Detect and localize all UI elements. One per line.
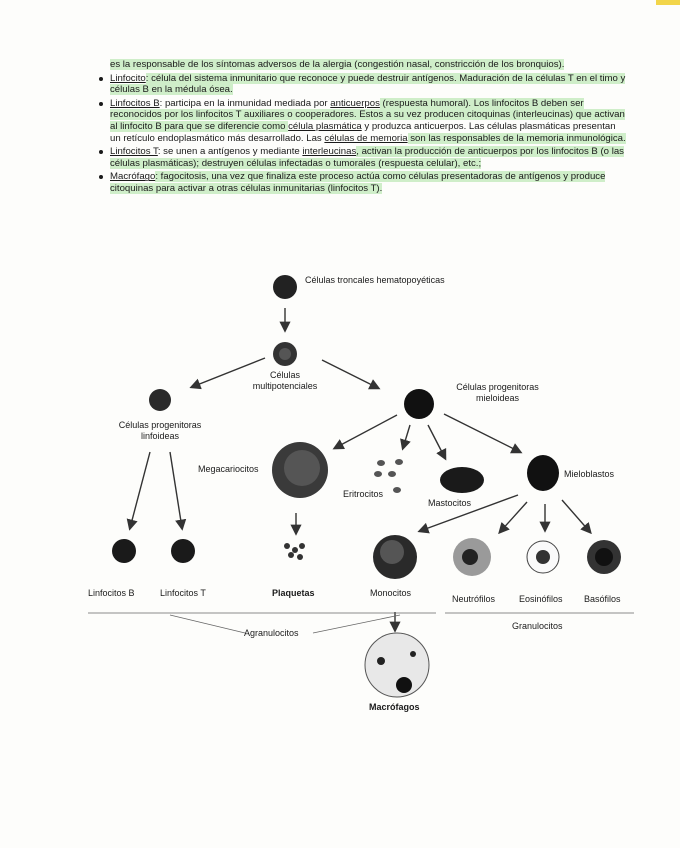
label-megacariocitos: Megacariocitos [198, 464, 259, 474]
bullet-list: Linfocito: célula del sistema inmunitari… [99, 72, 628, 195]
multipotent-cell-nucleus [279, 348, 291, 360]
bullet-linfocitos-b: Linfocitos B: participa en la inmunidad … [99, 97, 628, 144]
macrofago-cell [364, 632, 430, 698]
label-linfocitos-t: Linfocitos T [160, 588, 206, 598]
intro-text: es la responsable de los síntomas advers… [110, 59, 565, 70]
arrow-myelo-to-masto [427, 424, 447, 461]
bullet-dot [99, 76, 103, 81]
term-linfocitos-t: Linfocitos T [110, 146, 158, 158]
term-linfocitos-b: Linfocitos B [110, 97, 160, 109]
bullet-linfocitos-t: Linfocitos T: se unen a antígenos y medi… [99, 146, 628, 169]
label-agranulocitos: Agranulocitos [244, 628, 299, 638]
label-macrofagos: Macrófagos [369, 702, 420, 712]
link-anticuerpos: anticuerpos [330, 97, 380, 109]
megacariocito-inner [284, 450, 320, 486]
bullet-macrofago: Macrófago: fagocitosis, una vez que fina… [99, 171, 628, 194]
arrow-mielo-to-baso [561, 499, 592, 535]
linfocito-t-cell [171, 539, 195, 563]
macrofago-nucleus-2 [377, 657, 385, 665]
label-basofilos: Basófilos [584, 594, 621, 604]
eosinofilo-nucleus [536, 550, 550, 564]
eritrocitos-cells [374, 459, 403, 493]
label-granulocitos: Granulocitos [512, 621, 563, 631]
arrow-lymph-to-t [169, 451, 187, 531]
plaquetas-cells [284, 543, 305, 560]
label-plaquetas: Plaquetas [272, 588, 315, 598]
arrow-mielo-to-mono [417, 494, 519, 534]
label-stem: Células troncales hematopoyéticas [305, 275, 445, 285]
text-b-c: y produzca anticuerpos. Las células plas… [110, 120, 616, 144]
label-mieloblastos: Mieloblastos [564, 469, 615, 479]
arrow-mielo-to-neutro [498, 501, 528, 535]
mastocito-cell [440, 467, 484, 493]
arrow-multi-to-lymph [189, 357, 266, 390]
term-macrofago: Macrófago [110, 171, 156, 183]
bullet-linfocito: Linfocito: célula del sistema inmunitari… [99, 72, 628, 96]
link-celula-plasmatica: célula plasmática [288, 120, 362, 132]
text-b-a: : participa en la inmunidad mediada por [159, 97, 331, 109]
text-t-a: : se unen a antígenos y mediante [157, 146, 303, 158]
arrow-myelo-to-eritro [400, 424, 411, 451]
lymph-progenitor-cell [149, 389, 171, 411]
link-celulas-memoria: células de memoria [324, 132, 408, 144]
arrow-myelo-to-mielo [443, 413, 523, 454]
text-block: es la responsable de los síntomas advers… [99, 59, 628, 197]
link-interleucinas: interleucinas [302, 146, 357, 158]
linfocito-b-cell [112, 539, 136, 563]
myelo-progenitor-cell [404, 389, 434, 419]
mieloblasto-cell [527, 455, 559, 491]
label-neutrofilos: Neutrófilos [452, 594, 496, 604]
bullet-dot [99, 150, 103, 155]
arrow-multi-to-myelo [321, 359, 381, 390]
term-linfocito: Linfocito [110, 72, 146, 84]
corner-mark [656, 0, 680, 5]
stem-cell [273, 275, 297, 299]
neutrofilo-nucleus [462, 549, 478, 565]
label-linfocitos-b: Linfocitos B [88, 588, 135, 598]
label-multi: Células multipotenciales [252, 370, 318, 391]
label-lymph-prog: Células progenitoras linfoideas [118, 420, 202, 441]
label-monocitos: Monocitos [370, 588, 412, 598]
arrow-lymph-to-b [126, 451, 151, 531]
label-eosinofilos: Eosinófilos [519, 594, 563, 604]
agranulocitos-bracket [88, 612, 436, 634]
bullet-dot [99, 175, 103, 180]
monocito-inner [380, 540, 404, 564]
basofilo-inner [595, 548, 613, 566]
label-mastocitos: Mastocitos [428, 498, 472, 508]
macrofago-nucleus-3 [410, 651, 416, 657]
label-myelo-prog: Células progenitoras mieloideas [456, 382, 539, 403]
text-b-d: son las responsables de la memoria inmun… [407, 132, 626, 144]
macrofago-nucleus-1 [396, 677, 412, 693]
label-eritrocitos: Eritrocitos [343, 489, 384, 499]
arrow-myelo-to-mega [332, 414, 398, 450]
bullet-dot [99, 101, 103, 106]
intro-paragraph: es la responsable de los síntomas advers… [110, 59, 628, 71]
